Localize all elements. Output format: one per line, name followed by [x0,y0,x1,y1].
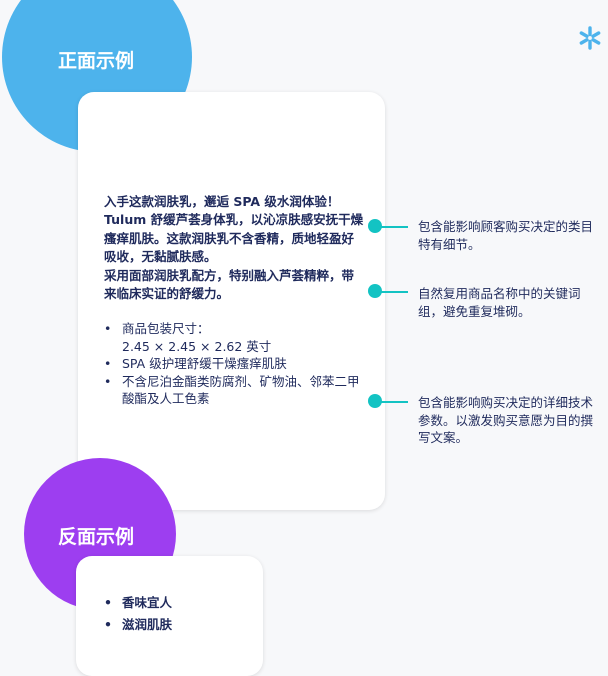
good-example-bullets: 商品包装尺寸：2.45 × 2.45 × 2.62 英寸 SPA 级护理舒缓干燥… [104,320,366,408]
spark-logo-icon [579,26,601,50]
bad-example-label: 反面示例 [58,526,135,548]
bullet-item: 不含尼泊金酯类防腐剂、矿物油、邻苯二甲酸酯及人工色素 [104,373,366,408]
description-paragraph-2: 采用面部润肤乳配方，特别融入芦荟精粹，带来临床实证的舒缓力。 [104,267,355,302]
bullet-item: 商品包装尺寸：2.45 × 2.45 × 2.62 英寸 [104,320,366,355]
bullet-item: 滋润肌肤 [104,614,172,636]
good-example-label: 正面示例 [58,50,135,72]
bad-example-bullets: 香味宜人 滋润肌肤 [104,592,172,636]
annotation-text: 包含能影响购买决定的详细技术参数。以激发购买意愿为目的撰写文案。 [418,395,594,445]
annotation-dot [368,219,382,233]
good-example-card [78,92,385,510]
annotation-connector [374,291,408,293]
annotation-dot [368,394,382,408]
bullet-item: 香味宜人 [104,592,172,614]
annotation-dot [368,284,382,298]
annotation-connector [374,226,408,228]
annotation-text: 包含能影响顾客购买决定的类目特有细节。 [418,219,594,252]
annotation-connector [374,401,408,403]
bullet-item: SPA 级护理舒缓干燥瘙痒肌肤 [104,355,366,373]
good-example-description: 入手这款润肤乳，邂逅 SPA 级水润体验！Tulum 舒缓芦荟身体乳，以沁凉肤感… [104,193,366,303]
description-paragraph-1: 入手这款润肤乳，邂逅 SPA 级水润体验！Tulum 舒缓芦荟身体乳，以沁凉肤感… [104,194,364,265]
annotation-text: 自然复用商品名称中的关键词组，避免重复堆砌。 [418,286,581,319]
